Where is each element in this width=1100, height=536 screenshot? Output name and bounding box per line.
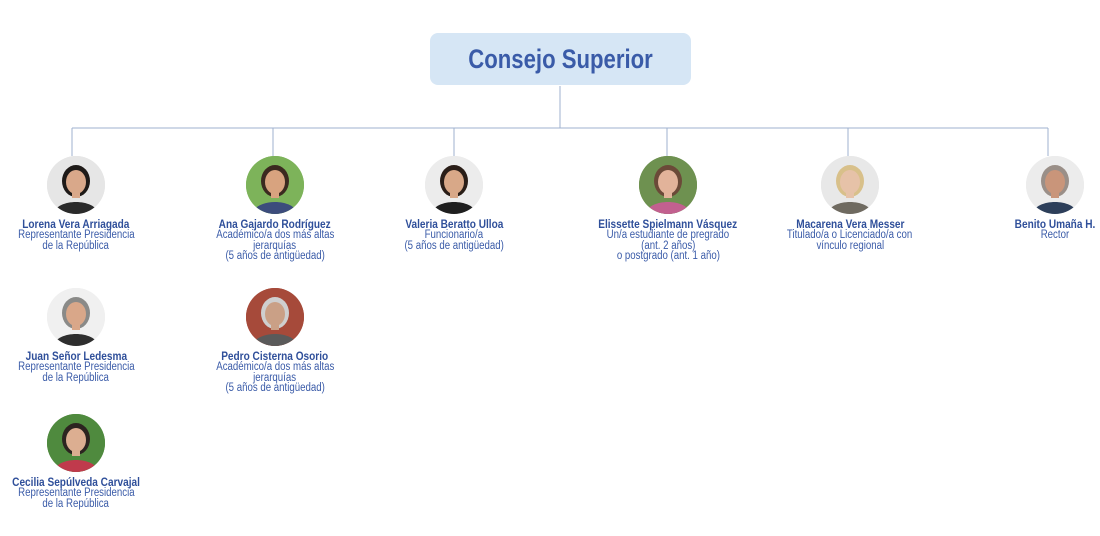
member-role-line: (5 años de antigüedad) <box>225 382 325 394</box>
member-role-line: Rector <box>1040 229 1070 241</box>
female-portrait-icon <box>639 156 697 214</box>
member-role-line: Académico/a dos más altas <box>215 229 335 241</box>
member-role-line: de la República <box>42 497 110 510</box>
member-name: Juan Señor Ledesma <box>25 349 127 363</box>
council-title-box: Consejo Superior <box>430 33 691 85</box>
member-role-line: Un/a estudiante de pregrado <box>606 229 730 241</box>
member-role-line: Académico/a dos más altas <box>215 361 335 373</box>
member-name: Macarena Vera Messer <box>795 217 905 231</box>
member-role-line: Representante Presidencia <box>17 487 135 499</box>
member-name: Cecilia Sepúlveda Carvajal <box>12 475 140 489</box>
female-portrait-icon <box>821 156 879 214</box>
member-role-line: vínculo regional <box>816 239 884 252</box>
member-role-line: o postgrado (ant. 1 año) <box>616 250 720 262</box>
male-portrait-icon <box>246 288 304 346</box>
member-name: Elissette Spielmann Vásquez <box>598 217 738 231</box>
female-portrait-icon <box>47 414 105 472</box>
member-name: Benito Umaña H. <box>1014 217 1096 231</box>
male-portrait-icon <box>47 288 105 346</box>
member-role-line: de la República <box>42 371 110 384</box>
member-name: Ana Gajardo Rodríguez <box>218 217 332 231</box>
member-name: Valeria Beratto Ulloa <box>404 217 504 231</box>
member-role-line: Representante Presidencia <box>17 229 135 241</box>
member-role-line: (5 años de antigüedad) <box>225 250 325 262</box>
member-role-line: jerarquías <box>253 239 297 252</box>
female-portrait-icon <box>47 156 105 214</box>
female-portrait-icon <box>425 156 483 214</box>
female-portrait-icon <box>246 156 304 214</box>
member-name: Pedro Cisterna Osorio <box>221 349 329 363</box>
member-role-line: (ant. 2 años) <box>640 239 696 252</box>
member-name: Lorena Vera Arriagada <box>22 217 130 231</box>
member-role-line: de la República <box>42 239 110 252</box>
male-portrait-icon <box>1026 156 1084 214</box>
page-title: Consejo Superior <box>468 43 653 74</box>
member-role-line: Funcionario/a <box>424 229 484 241</box>
member-role-line: Representante Presidencia <box>17 361 135 373</box>
member-role-line: Titulado/a o Licenciado/a con <box>787 229 913 241</box>
member-role-line: (5 años de antigüedad) <box>404 239 504 252</box>
member-card: Benito Umaña H.Rector <box>970 156 1100 241</box>
member-role-line: jerarquías <box>253 371 297 384</box>
